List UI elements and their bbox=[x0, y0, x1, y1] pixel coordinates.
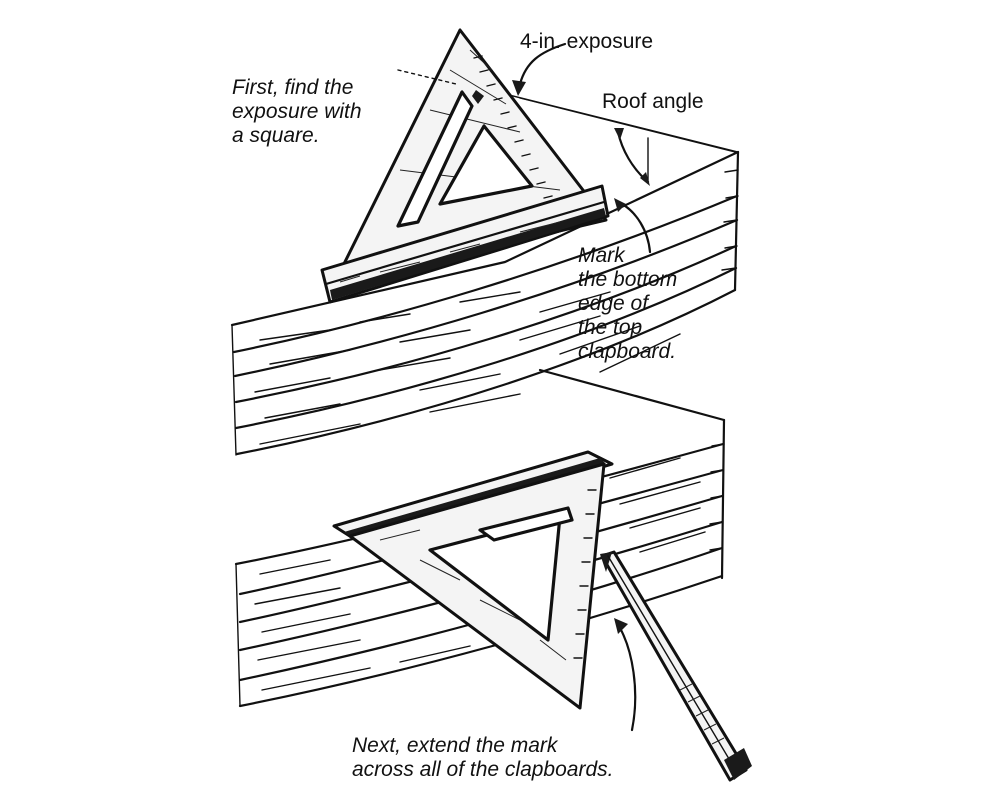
next-step-label: Next, extend the mark across all of the … bbox=[352, 734, 614, 781]
bottom-speed-square bbox=[332, 450, 614, 710]
mark-bottom-label: Mark the bottom edge of the top clapboar… bbox=[578, 244, 678, 363]
pencil-icon bbox=[600, 550, 752, 782]
top-clapboard-line-4 bbox=[234, 266, 738, 430]
roof-angle-indicator bbox=[614, 128, 650, 186]
mark-bottom-leader bbox=[620, 202, 652, 254]
first-step-leader bbox=[397, 69, 457, 85]
top-speed-square bbox=[320, 28, 610, 304]
first-step-label: First, find the exposure with a square. bbox=[232, 76, 362, 147]
exposure-leader bbox=[518, 42, 567, 86]
top-wall bbox=[230, 93, 740, 456]
top-clapboard-line-5 bbox=[235, 288, 737, 456]
top-clapboard-line-2 bbox=[233, 218, 739, 378]
top-clapboard-line-1 bbox=[232, 194, 739, 354]
next-step-leader bbox=[618, 626, 637, 732]
bottom-clapboard-line-6 bbox=[238, 574, 724, 708]
exposure-label: 4-in. exposure bbox=[520, 30, 654, 53]
top-clapboard-line-3 bbox=[234, 244, 738, 404]
roof-angle-label: Roof angle bbox=[602, 90, 704, 113]
